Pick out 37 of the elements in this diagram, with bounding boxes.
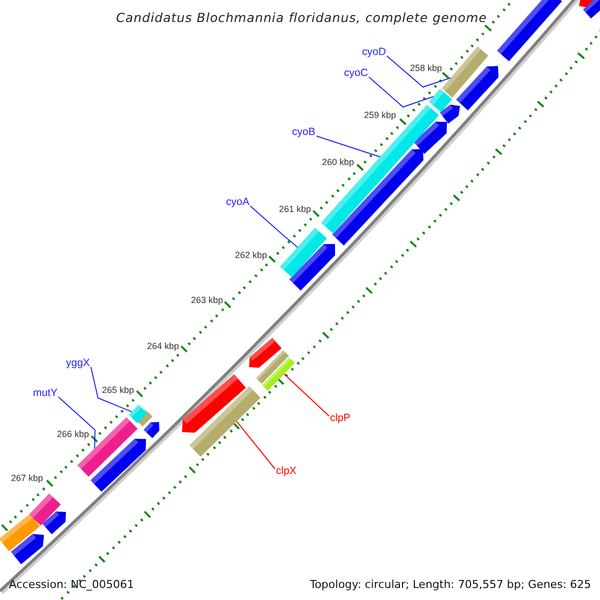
position-label: 262 kbp <box>235 250 268 260</box>
gene-feature <box>189 386 261 457</box>
gene-feature <box>280 228 327 278</box>
gene-feature <box>442 46 488 98</box>
position-label: 263 kbp <box>191 295 224 305</box>
position-label: 267 kbp <box>11 473 44 483</box>
position-label: 265 kbp <box>102 385 134 395</box>
genome-title: Candidatus Blochmannia floridanus, complete genome <box>116 10 487 25</box>
gene-feature <box>128 404 148 424</box>
gene-name: cyoB <box>292 126 316 138</box>
gene-name: cyoC <box>344 67 368 79</box>
leader-line <box>236 420 276 470</box>
gene-name: cyoD <box>362 46 386 58</box>
genome-info-text: Topology: circular; Length: 705,557 bp; Genes: 625 <box>310 578 591 591</box>
gene-name: yggX <box>66 357 90 369</box>
leader-line <box>250 206 298 248</box>
position-label: 261 kbp <box>279 204 312 214</box>
leader-line <box>316 136 381 158</box>
gene-feature <box>321 104 439 234</box>
position-label: 264 kbp <box>147 341 180 351</box>
gene-name: cyoA <box>226 196 250 208</box>
leader-line <box>386 56 452 88</box>
position-label: 260 kbp <box>322 157 354 167</box>
gene-name: clpX <box>276 465 296 477</box>
leader-line <box>58 396 96 449</box>
leader-line <box>90 366 132 412</box>
gene-feature <box>262 357 295 391</box>
leader-line <box>284 374 330 416</box>
position-label: 259 kbp <box>364 110 396 120</box>
gene-feature <box>77 417 138 477</box>
position-label: 266 kbp <box>57 429 90 439</box>
gene-name: clpP <box>330 412 350 424</box>
gene-name: mutY <box>33 387 58 399</box>
genome-info-text: Accession: NC_005061 <box>9 578 134 591</box>
gene-feature <box>428 88 452 112</box>
leader-line <box>368 76 434 108</box>
position-label: 258 kbp <box>410 63 442 73</box>
